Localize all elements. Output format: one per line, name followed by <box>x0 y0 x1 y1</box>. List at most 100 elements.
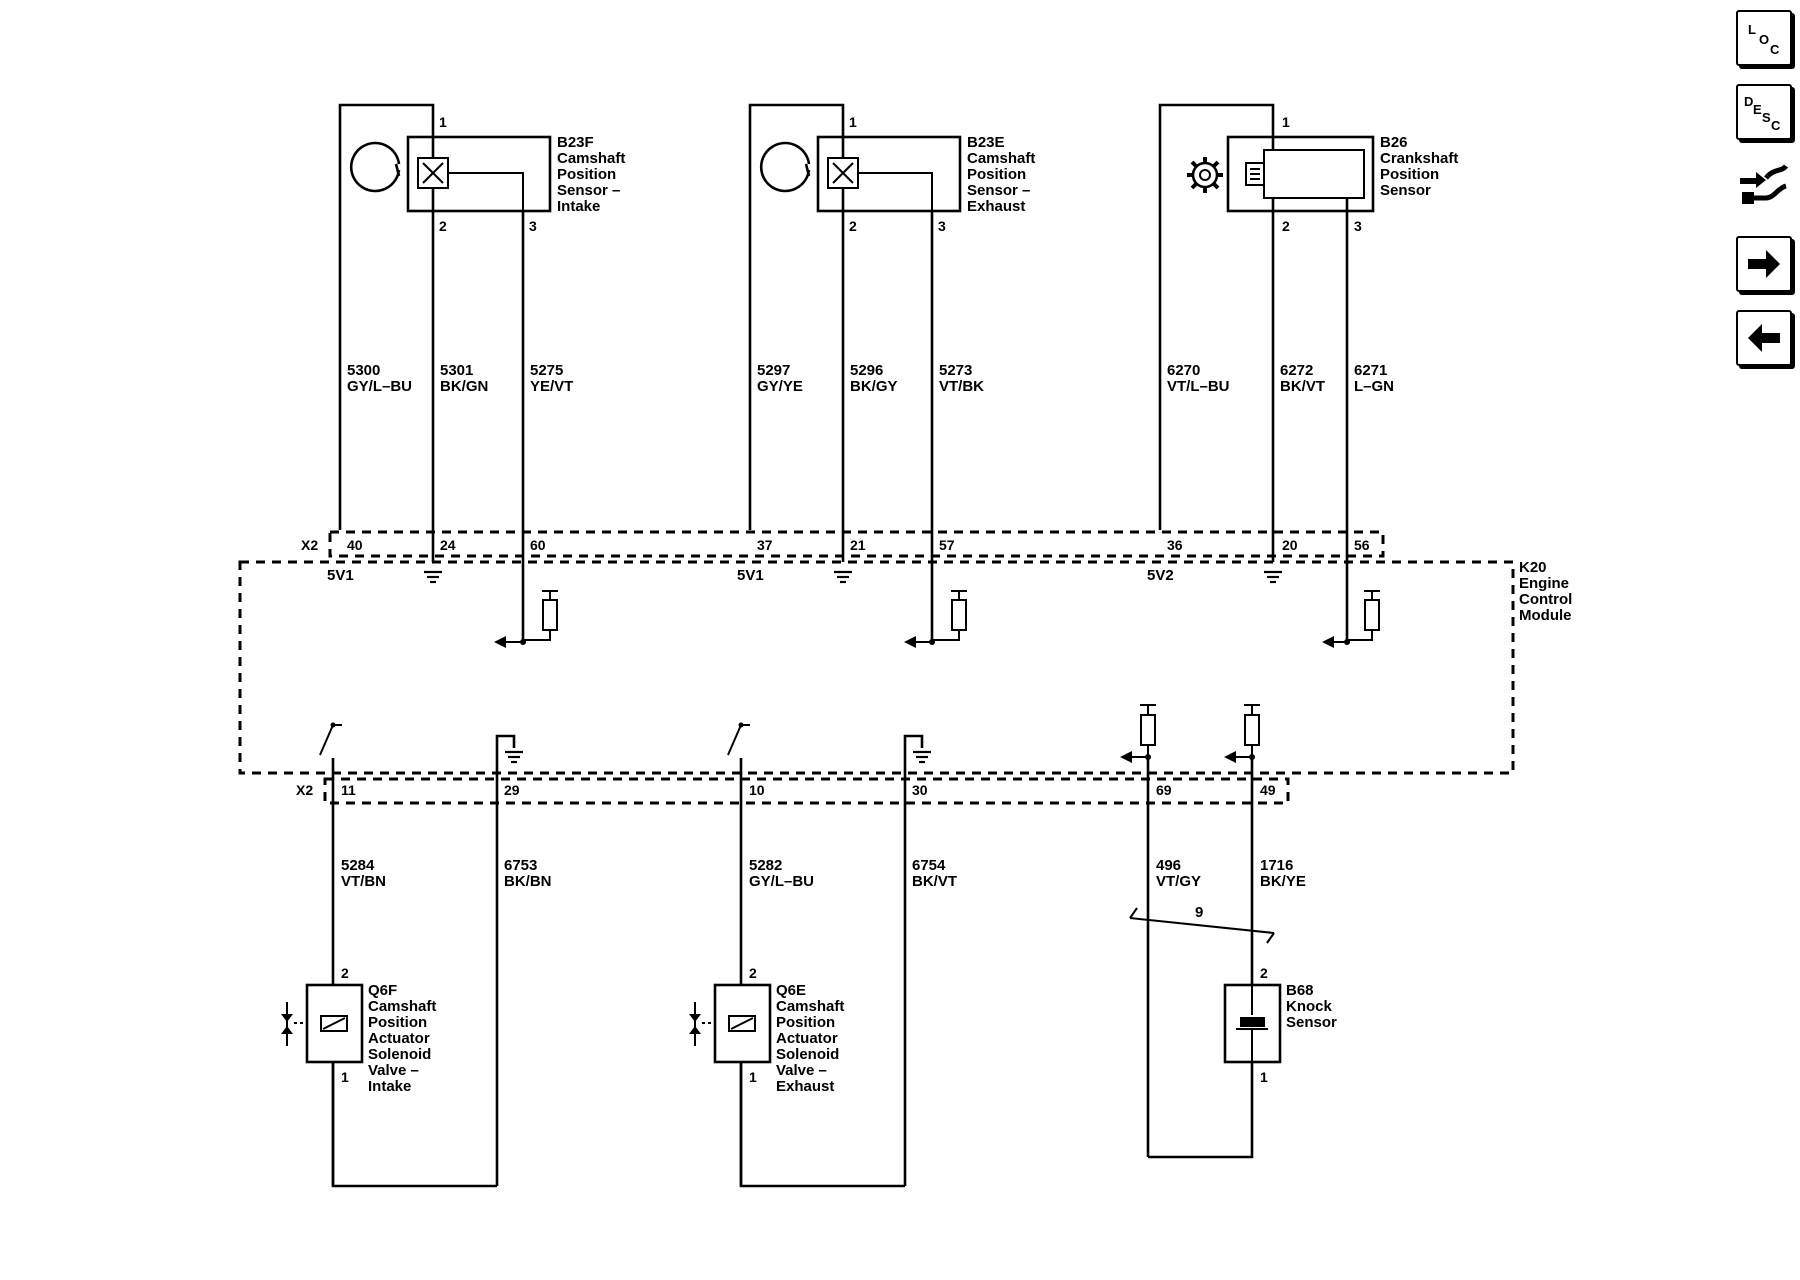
connector-button[interactable] <box>1736 158 1792 214</box>
top-connector-pins: 40 24 60 37 21 57 36 20 56 5V1 5V1 5V2 <box>327 537 1370 584</box>
wire-496-color: VT/GY <box>1156 873 1201 890</box>
wire-6270-color: VT/L–BU <box>1167 378 1230 395</box>
reluctor-wheel-icon <box>759 141 811 193</box>
ecm-pin-37: 37 <box>757 537 773 553</box>
ecm-pin-24: 24 <box>440 537 456 553</box>
top-wires <box>338 103 1349 640</box>
k20-engine-control-module: K20 Engine Control Module <box>238 530 1572 805</box>
wire-5296-circuit: 5296 <box>850 362 883 379</box>
b23e-pin-1: 1 <box>849 114 857 130</box>
b23f-name-line-4: Intake <box>557 198 600 215</box>
signal-arrow-icon <box>1322 636 1334 648</box>
ecm-pin-69: 69 <box>1156 782 1172 798</box>
ecm-pin-49: 49 <box>1260 782 1276 798</box>
q6f-name-line-5: Valve – <box>368 1062 419 1079</box>
b23e-pin-3: 3 <box>938 218 946 234</box>
wire-6271-color: L–GN <box>1354 378 1394 395</box>
twisted-pair-marker: 9 <box>1129 904 1275 944</box>
wire-6271-circuit: 6271 <box>1354 362 1387 379</box>
loc-icon: L O C <box>1748 22 1780 57</box>
ecm-pin-11: 11 <box>341 782 356 798</box>
desc-button[interactable]: D E S C <box>1736 84 1792 140</box>
b68-id: B68 <box>1286 982 1314 999</box>
wire-1716-circuit: 1716 <box>1260 857 1293 874</box>
b68-knock-sensor: B68 Knock Sensor 2 1 <box>1223 965 1337 1085</box>
b23e-name-line-2: Position <box>967 166 1026 183</box>
wire-5297-color: GY/YE <box>757 378 803 395</box>
ecm-signal-inputs-top <box>494 590 1380 648</box>
wire-5300-circuit: 5300 <box>347 362 380 379</box>
wire-5297-circuit: 5297 <box>757 362 790 379</box>
gear-icon <box>1187 157 1223 193</box>
q6f-name-line-1: Camshaft <box>368 998 436 1015</box>
supply-5v1-b: 5V1 <box>737 567 764 584</box>
b23f-name-line-1: Camshaft <box>557 150 625 167</box>
q6f-pin-2: 2 <box>341 965 349 981</box>
loc-button[interactable]: L O C <box>1736 10 1792 66</box>
q6f-id: Q6F <box>368 982 397 999</box>
wire-5284-color: VT/BN <box>341 873 386 890</box>
b26-id: B26 <box>1380 134 1408 151</box>
wire-5273-circuit: 5273 <box>939 362 972 379</box>
q6e-name-line-1: Camshaft <box>776 998 844 1015</box>
b23f-pin-3: 3 <box>529 218 537 234</box>
wire-6754-color: BK/VT <box>912 873 957 890</box>
desc-letter-d: D <box>1744 94 1753 109</box>
wire-5282-circuit: 5282 <box>749 857 782 874</box>
signal-arrow-icon <box>1120 751 1132 763</box>
b26-name-line-3: Sensor <box>1380 182 1431 199</box>
top-wire-labels: 5300 GY/L–BU 5301 BK/GN 5275 YE/VT 5297 … <box>347 362 1394 395</box>
q6e-name-line-2: Position <box>776 1014 835 1031</box>
wire-6754-circuit: 6754 <box>912 857 946 874</box>
q6f-name-line-4: Solenoid <box>368 1046 431 1063</box>
b23f-pin-1: 1 <box>439 114 447 130</box>
b68-pin-1: 1 <box>1260 1069 1268 1085</box>
b23f-name-line-3: Sensor – <box>557 182 620 199</box>
wire-5300-color: GY/L–BU <box>347 378 412 395</box>
wire-6753-circuit: 6753 <box>504 857 537 874</box>
b26-name-line-1: Crankshaft <box>1380 150 1458 167</box>
b23f-id: B23F <box>557 134 594 151</box>
bottom-connector-pins: 11 29 10 30 69 49 <box>341 782 1276 798</box>
bottom-wire-labels: 5284 VT/BN 6753 BK/BN 5282 GY/L–BU 6754 … <box>341 857 1306 890</box>
supply-5v2: 5V2 <box>1147 567 1174 584</box>
q6e-pin-1: 1 <box>749 1069 757 1085</box>
supply-5v1-a: 5V1 <box>327 567 354 584</box>
q6e-name-line-4: Solenoid <box>776 1046 839 1063</box>
b23e-name-line-4: Exhaust <box>967 198 1025 215</box>
q6f-camshaft-actuator-solenoid-intake: Q6F Camshaft Position Actuator Solenoid … <box>281 965 436 1095</box>
q6e-camshaft-actuator-solenoid-exhaust: Q6E Camshaft Position Actuator Solenoid … <box>689 965 844 1095</box>
twisted-pair-label: 9 <box>1195 904 1203 921</box>
wire-5296-color: BK/GY <box>850 378 898 395</box>
b23f-name-line-2: Position <box>557 166 616 183</box>
b68-pin-2: 2 <box>1260 965 1268 981</box>
connector-x2-bottom-label: X2 <box>296 782 313 798</box>
wire-496-circuit: 496 <box>1156 857 1181 874</box>
b68-name-line-1: Knock <box>1286 998 1333 1015</box>
ecm-pin-10: 10 <box>749 782 765 798</box>
ecm-pin-36: 36 <box>1167 537 1183 553</box>
q6f-pin-1: 1 <box>341 1069 349 1085</box>
prev-button[interactable] <box>1736 310 1792 366</box>
b26-pin-3: 3 <box>1354 218 1362 234</box>
wire-5275-color: YE/VT <box>530 378 573 395</box>
b26-crankshaft-sensor: B26 Crankshaft Position Sensor 1 2 3 <box>1187 114 1458 234</box>
ecm-outputs-bottom <box>319 704 1260 1186</box>
arrow-left-icon <box>1748 324 1780 352</box>
b26-pin-1: 1 <box>1282 114 1290 130</box>
next-button[interactable] <box>1736 236 1792 292</box>
b26-pin-2: 2 <box>1282 218 1290 234</box>
desc-letter-e: E <box>1753 102 1762 117</box>
ecm-ground-symbols-top <box>424 570 1282 584</box>
ecm-pin-21: 21 <box>850 537 866 553</box>
ecm-pin-29: 29 <box>504 782 520 798</box>
ecm-pin-60: 60 <box>530 537 546 553</box>
q6e-name-line-6: Exhaust <box>776 1078 834 1095</box>
ecm-pin-56: 56 <box>1354 537 1370 553</box>
q6e-id: Q6E <box>776 982 806 999</box>
wire-5282-color: GY/L–BU <box>749 873 814 890</box>
loc-letter-o: O <box>1759 32 1769 47</box>
k20-id: K20 <box>1519 559 1547 576</box>
b23e-name-line-1: Camshaft <box>967 150 1035 167</box>
